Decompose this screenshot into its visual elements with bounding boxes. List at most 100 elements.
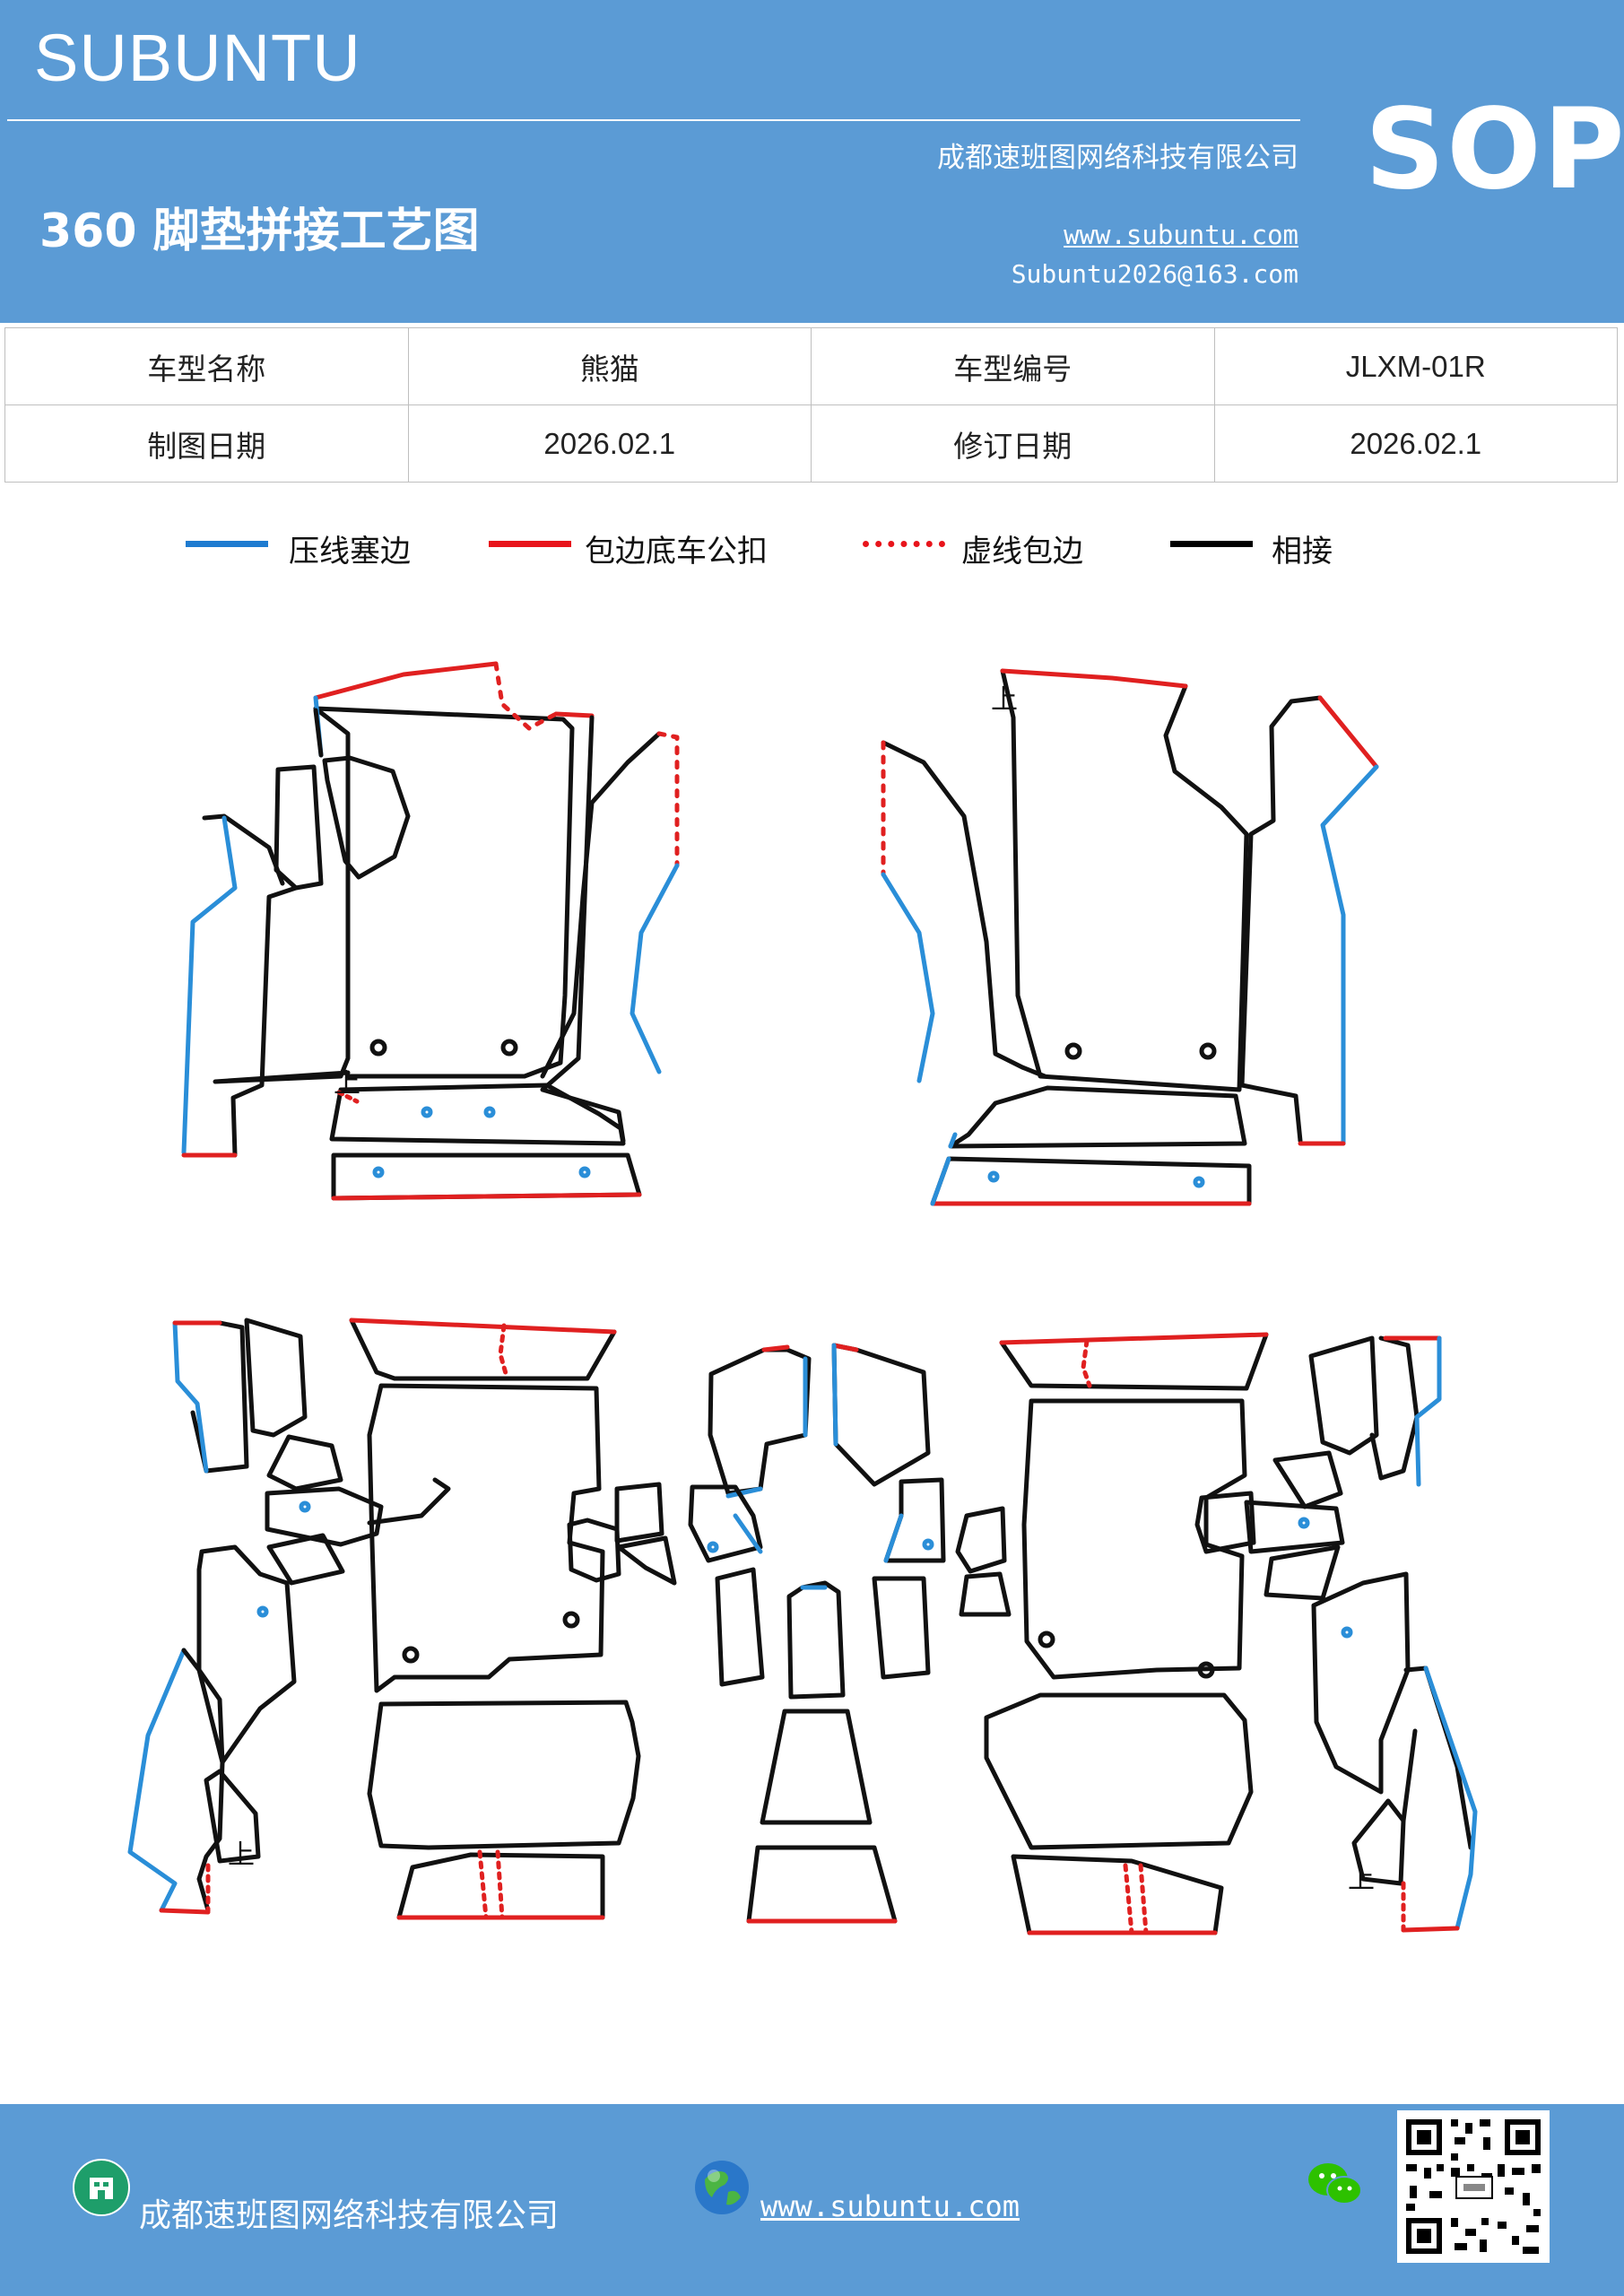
piece-edge-dotted [493, 661, 559, 731]
hole [1298, 1517, 1310, 1529]
piece-small-right [616, 1535, 677, 1586]
hole [562, 1611, 580, 1629]
piece-edge-press [831, 1343, 838, 1447]
piece-bottom-strip [396, 1852, 605, 1920]
piece-edge-wrap [331, 1192, 642, 1201]
piece-side [881, 740, 1047, 1079]
website-link[interactable]: www.subuntu.com [1064, 220, 1298, 250]
piece-small-center [786, 1580, 846, 1700]
hole [372, 1166, 385, 1178]
value-draw-date: 2026.02.1 [407, 404, 812, 483]
piece-edge-dotted [498, 1323, 509, 1379]
qr-code[interactable] [1397, 2110, 1550, 2263]
value-model-name: 熊猫 [407, 327, 812, 405]
label-revision-date: 修订日期 [811, 404, 1215, 483]
hole [421, 1106, 433, 1118]
piece-group-top-left [181, 661, 680, 1201]
piece-edge-press [948, 1132, 958, 1149]
piece-edge-wrap [831, 1343, 859, 1352]
piece-edge-dotted [1123, 1863, 1149, 1935]
piece-small [1244, 1500, 1345, 1554]
piece-side [202, 813, 285, 886]
piece-edge-press [881, 872, 935, 1083]
footer-company: 成都速班图网络科技有限公司 [139, 2197, 560, 2234]
piece-edge-press [725, 1486, 763, 1499]
hole [483, 1106, 496, 1118]
label-draw-date: 制图日期 [4, 404, 409, 483]
piece-side [244, 1318, 308, 1438]
piece-small-right [614, 1482, 664, 1544]
piece-edge-press [181, 815, 238, 1155]
piece-edge-dotted [1081, 1338, 1092, 1388]
up-marker: 上 [1348, 1864, 1375, 1895]
piece-group-bottom-right [955, 1332, 1478, 1935]
piece-side [190, 1320, 249, 1474]
piece-side [196, 1544, 297, 1765]
piece-rear-right-main [1021, 1398, 1247, 1680]
piece-outline [313, 708, 324, 758]
piece-edge-press [883, 1513, 904, 1563]
piece-edge-wrap [999, 1332, 1269, 1345]
piece-edge-press [127, 1648, 187, 1913]
table-row: 车型名称 熊猫 车型编号 JLXM-01R [4, 327, 1618, 405]
footer-website-link[interactable]: www.subuntu.com [760, 2189, 1020, 2223]
piece-side [322, 755, 411, 880]
piece-side [540, 731, 662, 1079]
piece-side [274, 764, 324, 891]
piece-small-center [872, 1576, 931, 1680]
hole [578, 1166, 591, 1178]
piece-edge-press [1414, 1335, 1442, 1487]
hole [987, 1170, 1000, 1183]
legend-label: 压线塞边 [289, 534, 411, 570]
piece-middle-strip [367, 1700, 641, 1850]
piece-small [1351, 1798, 1406, 1886]
footer-banner: 成都速班图网络科技有限公司 www.subuntu.com [0, 2104, 1624, 2296]
piece-small [1272, 1450, 1343, 1509]
piece-group-bottom-center [688, 1343, 946, 1924]
value-revision-date: 2026.02.1 [1213, 404, 1618, 483]
piece-bottom-strip [1011, 1854, 1224, 1935]
hole [256, 1605, 269, 1618]
piece-edge-wrap [553, 711, 595, 718]
piece-side-left [955, 1506, 1007, 1574]
hole [402, 1646, 420, 1664]
legend-swatch [489, 541, 571, 547]
hole [1199, 1042, 1217, 1060]
piece-edge-press [930, 1156, 951, 1206]
piece-small-center [715, 1567, 765, 1687]
hole [707, 1541, 719, 1553]
piece-top-band [349, 1318, 617, 1381]
up-marker: 上 [334, 1068, 360, 1100]
hole [299, 1500, 311, 1513]
table-row: 制图日期 2026.02.1 修订日期 2026.02.1 [4, 404, 1618, 483]
piece-edge-wrap [159, 1908, 211, 1915]
piece-edge-wrap [1401, 1926, 1460, 1933]
piece-center [708, 1347, 812, 1496]
up-marker: 上 [991, 684, 1018, 716]
piece-edge-wrap [349, 1318, 617, 1335]
piece-edge-wrap [313, 661, 499, 700]
piece-small-center [883, 1477, 946, 1563]
piece-strip [948, 1085, 1247, 1149]
brand-name: SUBUNTU [34, 21, 361, 95]
piece-rear-left-main [367, 1383, 605, 1693]
piece-middle-strip [984, 1692, 1254, 1850]
piece-edge-dotted [656, 731, 680, 868]
hole [369, 1039, 387, 1057]
piece-front-right-main [1000, 668, 1249, 1092]
line-legend: 压线塞边 包边底车公扣 虚线包边 相接 [0, 525, 1624, 570]
piece-side [230, 885, 299, 1158]
hole [1341, 1626, 1353, 1639]
piece-side [1401, 1728, 1418, 1823]
hole [922, 1538, 934, 1551]
piece-small [266, 1434, 343, 1492]
label-model-code: 车型编号 [811, 327, 1215, 405]
legend-swatch [186, 541, 268, 547]
piece-edge-press [630, 863, 680, 1074]
piece-edge-press [1423, 1665, 1478, 1931]
piece-small [265, 1486, 384, 1547]
legend-swatch [1170, 541, 1253, 547]
piece-side [181, 1648, 225, 1913]
legend-swatch [863, 541, 945, 547]
